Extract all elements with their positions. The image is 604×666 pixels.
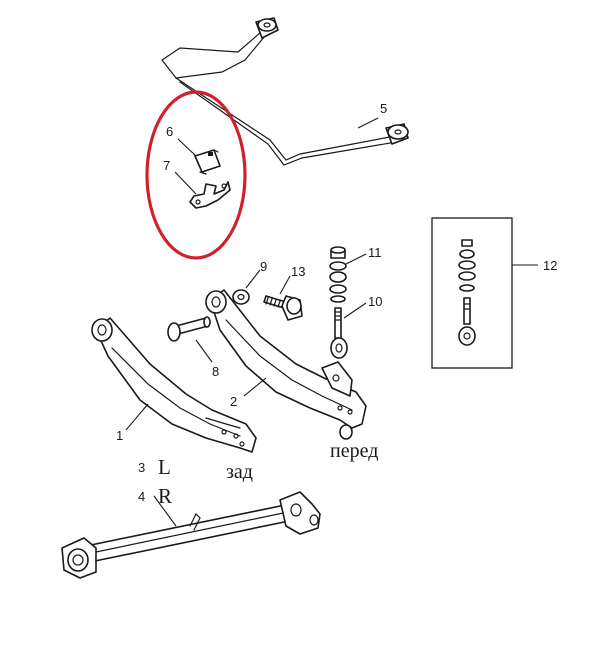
label-10: 10: [368, 294, 382, 309]
leader-lines: [125, 117, 538, 527]
direction-rear: зад: [226, 461, 253, 483]
label-13: 13: [291, 264, 305, 279]
side-label-left: L: [158, 455, 171, 479]
assembly-box: [431, 217, 513, 369]
label-3: 3: [138, 460, 145, 475]
washer: [232, 289, 250, 305]
stabilizer-link: [330, 307, 348, 359]
link-hardware-stack: [329, 246, 347, 303]
stabilizer-bar: [161, 17, 409, 166]
label-2: 2: [230, 394, 237, 409]
label-6: 6: [166, 124, 173, 139]
label-8: 8: [212, 364, 219, 379]
stabilizer-bushing: [194, 149, 221, 175]
pivot-bolt: [167, 316, 211, 342]
highlight-circle: [145, 90, 247, 260]
label-12: 12: [543, 258, 557, 273]
label-1: 1: [116, 428, 123, 443]
label-5: 5: [380, 101, 387, 116]
trailing-arm-right: [205, 289, 367, 440]
direction-front: перед: [330, 440, 378, 462]
label-4: 4: [138, 489, 145, 504]
link-assembly: [458, 239, 476, 346]
flange-bolt: [263, 295, 303, 321]
trailing-arm-left: [91, 317, 257, 453]
lateral-rod: [61, 491, 321, 579]
label-9: 9: [260, 259, 267, 274]
label-11: 11: [368, 245, 382, 260]
label-7: 7: [163, 158, 170, 173]
side-label-right: R: [158, 484, 172, 508]
stabilizer-clamp: [189, 181, 231, 209]
